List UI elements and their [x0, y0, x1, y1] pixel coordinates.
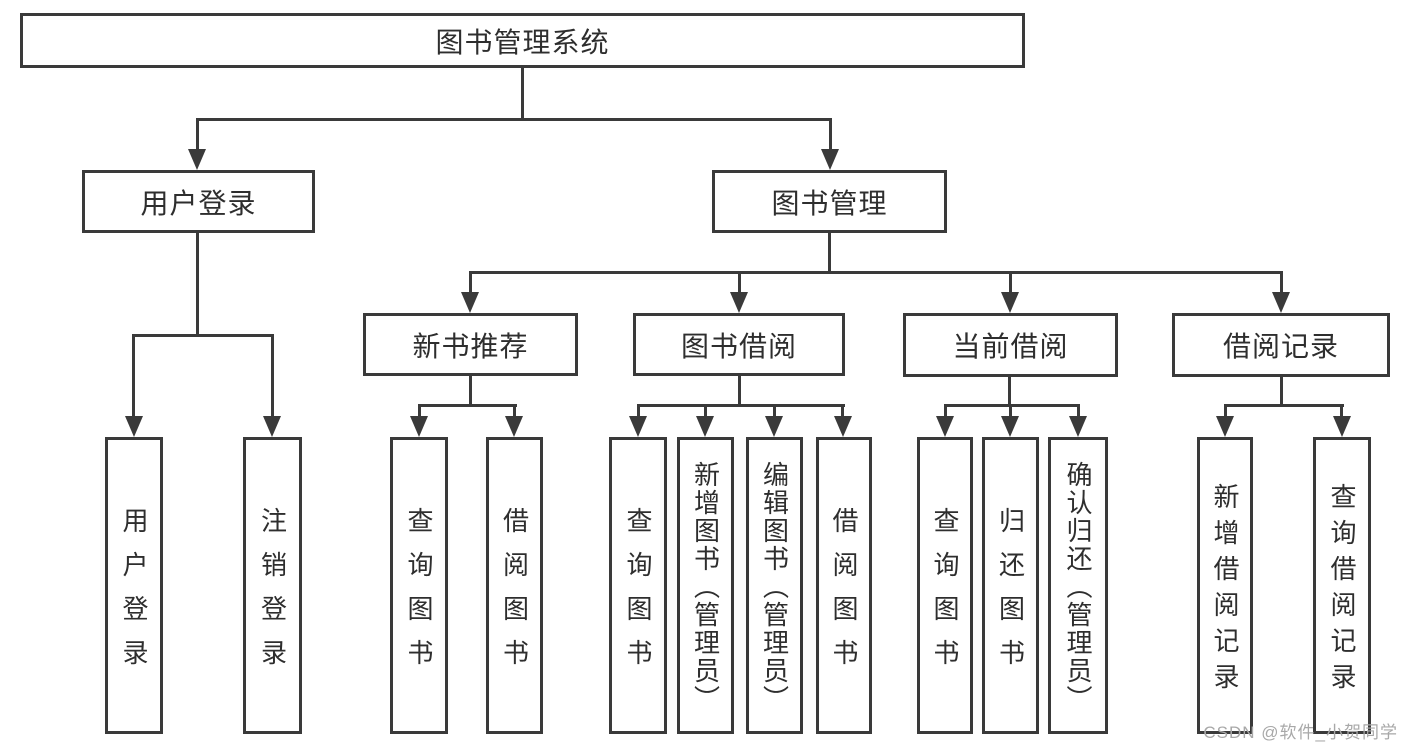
connector-line: [637, 404, 845, 407]
node-book-management-label: 图书管理: [771, 187, 888, 219]
connector-line: [469, 271, 472, 295]
leaf-return-book-label: 归还图书: [995, 506, 1026, 683]
connector-line: [513, 404, 516, 418]
connector-line: [196, 233, 199, 337]
connector-line: [469, 271, 1283, 274]
leaf-user-login-label: 用户登录: [119, 506, 149, 683]
node-book-borrow-label: 图书借阅: [680, 330, 797, 362]
connector-line: [828, 233, 831, 274]
leaf-add-book-admin: 新增图书（管理员）: [677, 437, 734, 734]
leaf-borrow-query-book: 查询图书: [609, 437, 667, 734]
leaf-edit-book-admin-label: 编辑图书（管理员）: [759, 460, 790, 713]
arrowhead-icon: [730, 292, 748, 313]
leaf-return-book: 归还图书: [982, 437, 1039, 734]
connector-line: [1280, 271, 1283, 295]
arrowhead-icon: [1001, 416, 1019, 437]
connector-line: [944, 404, 1080, 407]
node-book-management: 图书管理: [712, 170, 947, 233]
leaf-add-borrow-record-label: 新增借阅记录: [1210, 482, 1240, 699]
leaf-query-borrow-record-label: 查询借阅记录: [1327, 482, 1357, 699]
connector-line: [738, 376, 741, 407]
arrowhead-icon: [263, 416, 281, 437]
leaf-logout: 注销登录: [243, 437, 302, 734]
connector-line: [829, 118, 832, 152]
connector-line: [637, 404, 640, 418]
leaf-current-query-book-label: 查询图书: [930, 506, 960, 683]
connector-line: [271, 334, 274, 418]
arrowhead-icon: [696, 416, 714, 437]
node-root: 图书管理系统: [20, 13, 1025, 68]
connector-line: [418, 404, 421, 418]
connector-line: [196, 118, 832, 121]
connector-line: [944, 404, 947, 418]
arrowhead-icon: [1069, 416, 1087, 437]
connector-line: [418, 404, 517, 407]
node-book-borrow: 图书借阅: [633, 313, 845, 376]
leaf-borrow-book-label: 借阅图书: [829, 506, 859, 683]
node-user-login-label: 用户登录: [140, 187, 257, 219]
arrowhead-icon: [1216, 416, 1234, 437]
arrowhead-icon: [765, 416, 783, 437]
leaf-recommend-borrow-book-label: 借阅图书: [499, 506, 530, 683]
leaf-recommend-borrow-book: 借阅图书: [486, 437, 543, 734]
leaf-borrow-book: 借阅图书: [816, 437, 872, 734]
arrowhead-icon: [505, 416, 523, 437]
node-new-book-recommend-label: 新书推荐: [412, 330, 529, 362]
leaf-logout-label: 注销登录: [257, 506, 288, 683]
connector-line: [704, 404, 707, 418]
node-borrow-record: 借阅记录: [1172, 313, 1390, 377]
connector-line: [132, 334, 135, 418]
node-current-borrow-label: 当前借阅: [952, 331, 1069, 362]
connector-line: [132, 334, 274, 337]
connector-line: [841, 404, 844, 418]
leaf-query-borrow-record: 查询借阅记录: [1313, 437, 1371, 734]
leaf-confirm-return-admin-label: 确认归还（管理员）: [1063, 460, 1093, 713]
connector-line: [1008, 376, 1011, 407]
connector-line: [1340, 404, 1343, 418]
arrowhead-icon: [821, 149, 839, 170]
connector-line: [1009, 404, 1012, 418]
arrowhead-icon: [188, 149, 206, 170]
arrowhead-icon: [125, 416, 143, 437]
connector-line: [773, 404, 776, 418]
leaf-recommend-query-book: 查询图书: [390, 437, 448, 734]
node-user-login: 用户登录: [82, 170, 315, 233]
arrowhead-icon: [410, 416, 428, 437]
leaf-add-book-admin-label: 新增图书（管理员）: [690, 460, 721, 713]
leaf-add-borrow-record: 新增借阅记录: [1197, 437, 1253, 734]
arrowhead-icon: [1001, 292, 1019, 313]
node-new-book-recommend: 新书推荐: [363, 313, 578, 376]
node-current-borrow: 当前借阅: [903, 313, 1118, 377]
leaf-confirm-return-admin: 确认归还（管理员）: [1048, 437, 1108, 734]
csdn-watermark: CSDN @软件_小贺同学: [1203, 723, 1398, 742]
connector-line: [1280, 376, 1283, 407]
leaf-borrow-query-book-label: 查询图书: [623, 506, 653, 683]
leaf-edit-book-admin: 编辑图书（管理员）: [746, 437, 803, 734]
leaf-recommend-query-book-label: 查询图书: [404, 506, 434, 683]
arrowhead-icon: [1333, 416, 1351, 437]
connector-line: [196, 118, 199, 152]
node-root-label: 图书管理系统: [435, 26, 610, 58]
arrowhead-icon: [834, 416, 852, 437]
arrowhead-icon: [1272, 292, 1290, 313]
connector-line: [1009, 271, 1012, 295]
arrowhead-icon: [461, 292, 479, 313]
connector-line: [1224, 404, 1344, 407]
connector-line: [738, 271, 741, 295]
leaf-user-login: 用户登录: [105, 437, 163, 734]
connector-line: [1077, 404, 1080, 418]
connector-line: [1224, 404, 1227, 418]
leaf-current-query-book: 查询图书: [917, 437, 973, 734]
connector-line: [469, 376, 472, 407]
arrowhead-icon: [936, 416, 954, 437]
arrowhead-icon: [629, 416, 647, 437]
connector-line: [521, 68, 524, 121]
node-borrow-record-label: 借阅记录: [1222, 331, 1339, 362]
